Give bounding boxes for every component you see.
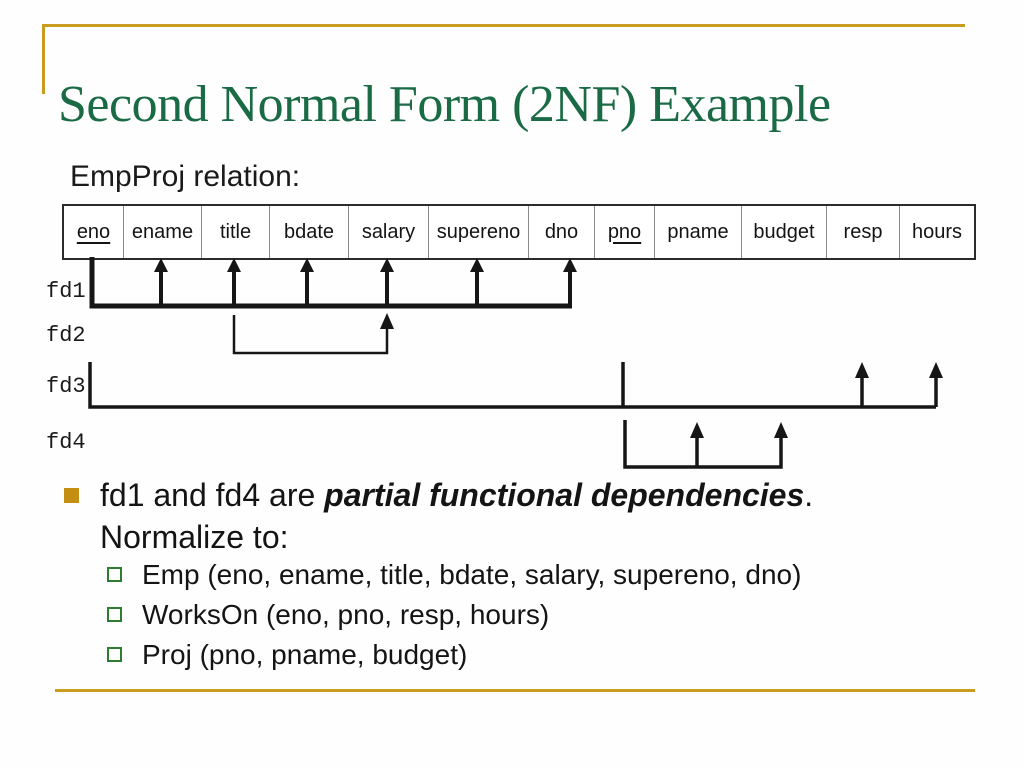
table-cell-dno: dno	[529, 206, 595, 258]
fd1-arrowhead-ename	[154, 258, 168, 272]
sub-bullet-icon	[107, 647, 122, 662]
top-accent-rule	[42, 24, 965, 27]
table-cell-supereno: supereno	[429, 206, 529, 258]
slide-title: Second Normal Form (2NF) Example	[58, 75, 831, 133]
attribute-table: eno ename title bdate salary supereno dn…	[62, 204, 976, 260]
main-bullet-text: fd1 and fd4 are partial functional depen…	[100, 474, 980, 558]
table-cell-pno: pno	[595, 206, 655, 258]
table-cell-hours: hours	[911, 220, 963, 243]
sub-bullet-workson: WorksOn (eno, pno, resp, hours)	[107, 598, 549, 632]
table-cell-bdate: bdate	[270, 206, 349, 258]
fd4-bracket	[623, 420, 783, 469]
sub-bullet-emp: Emp (eno, ename, title, bdate, salary, s…	[107, 558, 801, 592]
fd1-label: fd1	[46, 279, 86, 304]
fd4-arrowhead-pname	[690, 422, 704, 438]
sub-bullet-proj: Proj (pno, pname, budget)	[107, 638, 467, 672]
main-bullet-icon	[64, 488, 79, 503]
fd2-arrowhead-salary	[380, 313, 394, 329]
fd2-arrows	[232, 313, 394, 355]
emphasis-text: partial functional dependencies	[324, 477, 805, 513]
table-cell-eno: eno	[64, 206, 124, 258]
fd4-label: fd4	[46, 430, 86, 455]
fd2-label: fd2	[46, 323, 86, 348]
fd1-arrowhead-salary	[380, 258, 394, 272]
table-cell-salary: salary	[349, 206, 429, 258]
fd3-arrowhead-hours	[929, 362, 943, 378]
main-bullet-line2: Normalize to:	[100, 519, 289, 555]
fd2-bracket	[232, 315, 389, 355]
fd4-arrows	[623, 420, 788, 469]
fd3-label: fd3	[46, 374, 86, 399]
table-cell-resp: resp	[827, 206, 900, 258]
fd1-arrowhead-bdate	[300, 258, 314, 272]
sub-bullet-icon	[107, 607, 122, 622]
table-cell-title: title	[202, 206, 270, 258]
relation-caption: EmpProj relation:	[70, 160, 301, 193]
main-bullet-line1: fd1 and fd4 are partial functional depen…	[100, 477, 814, 513]
fd1-arrowhead-title	[227, 258, 241, 272]
table-cell-budget: budget	[742, 206, 827, 258]
fd3-arrows	[88, 362, 943, 409]
sub-bullet-icon	[107, 567, 122, 582]
fd1-arrowhead-dno	[563, 258, 577, 272]
table-cell-ename: ename	[124, 206, 202, 258]
fd3-arrowhead-resp	[855, 362, 869, 378]
bottom-accent-rule	[55, 689, 975, 692]
left-accent-rule	[42, 24, 45, 94]
fd4-arrowhead-budget	[774, 422, 788, 438]
fd1-arrowhead-supereno	[470, 258, 484, 272]
fd1-arrows	[89, 257, 577, 309]
fd1-bracket	[89, 257, 572, 309]
table-cell-pname: pname	[655, 206, 742, 258]
fd3-bracket	[88, 362, 936, 409]
